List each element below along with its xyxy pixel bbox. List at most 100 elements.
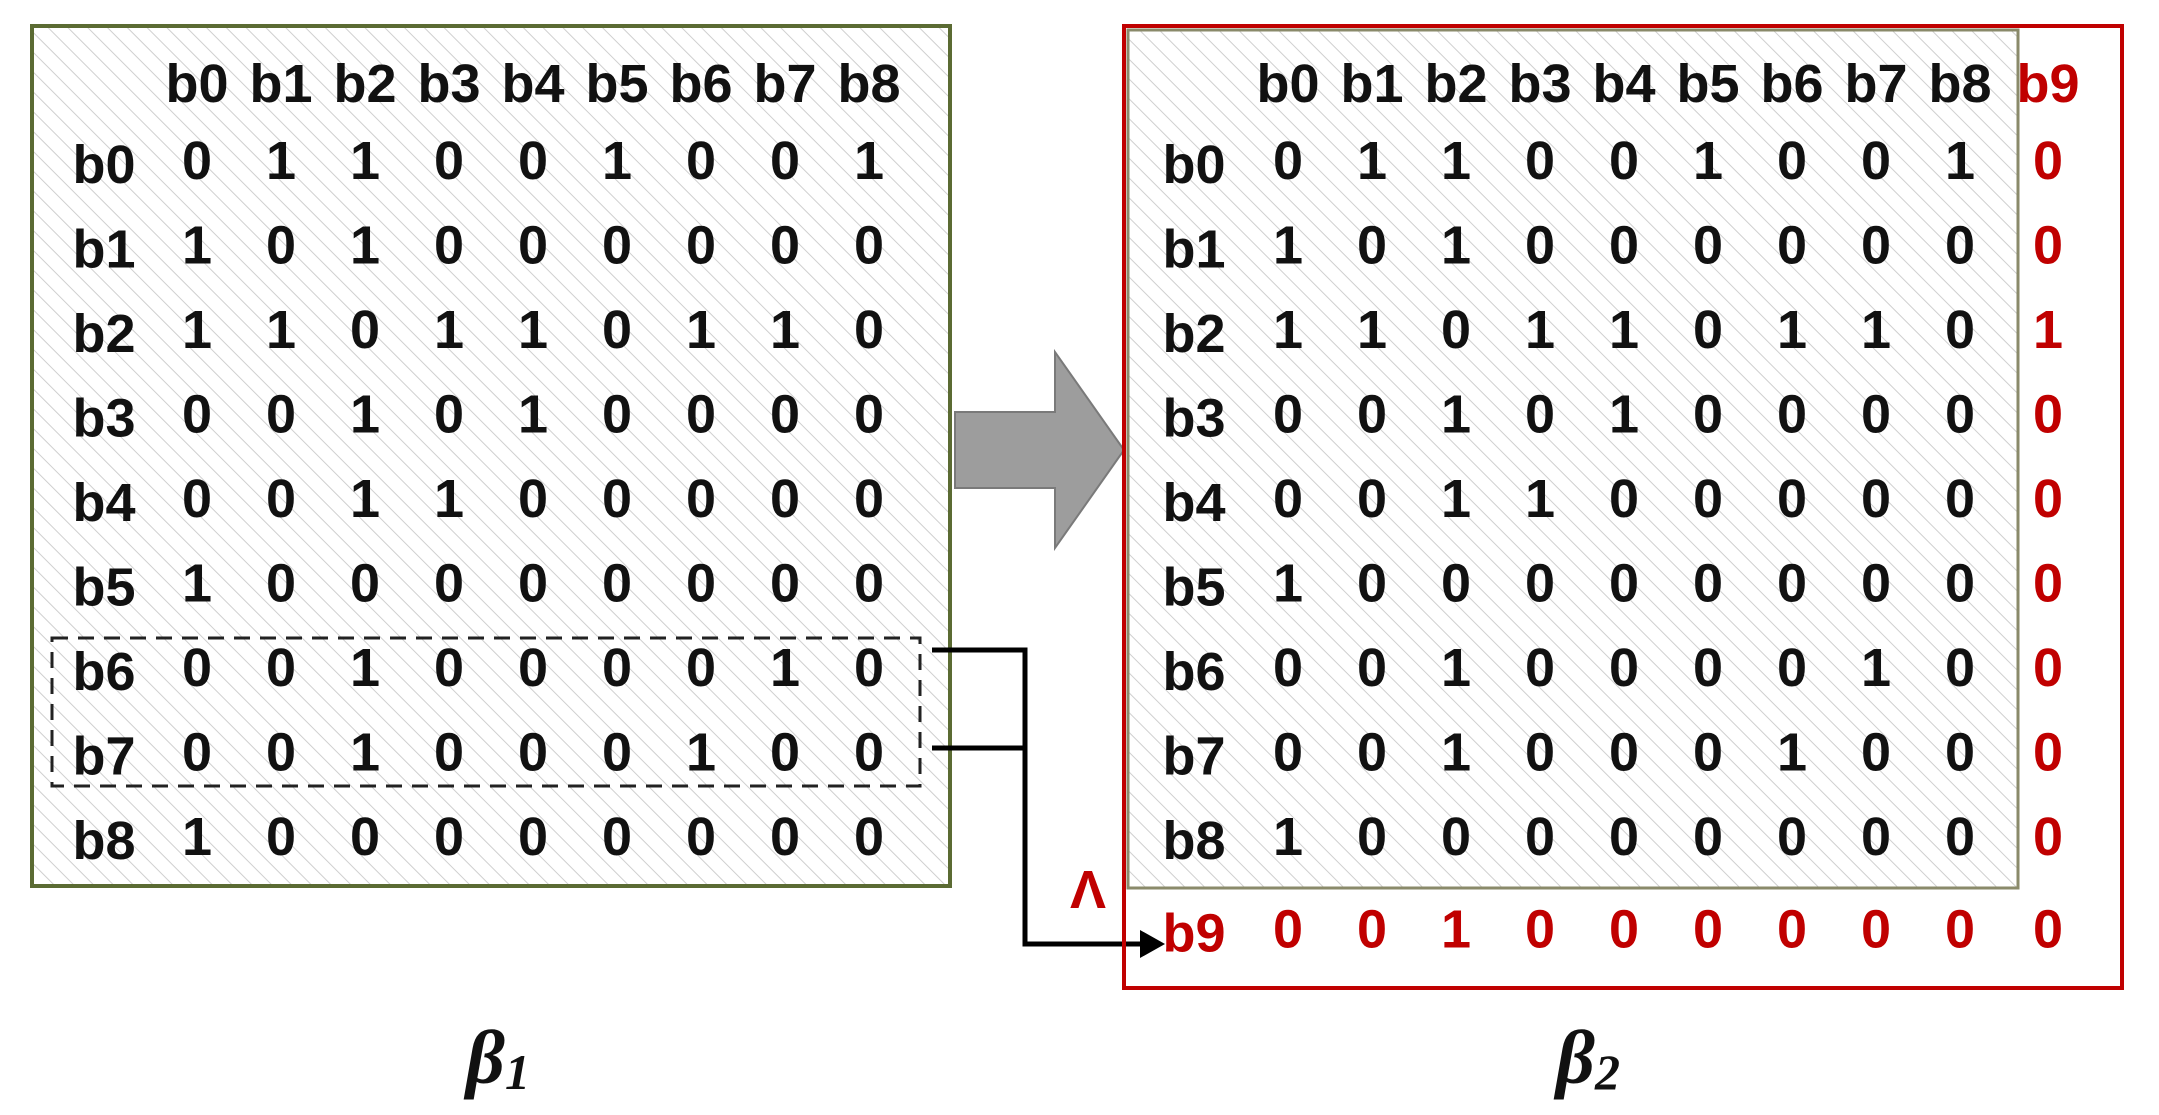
matrix-cell: 1 [350, 131, 380, 191]
matrix-cell: 0 [518, 638, 548, 698]
selected-rows-box [50, 636, 922, 788]
matrix-cell: 0 [686, 469, 716, 529]
matrix-cell: 0 [854, 638, 884, 698]
row-header: b2 [72, 304, 135, 364]
row-header: b8 [1162, 811, 1225, 871]
matrix-cell: 0 [518, 554, 548, 614]
column-header: b5 [585, 54, 648, 114]
new-row-cell: 0 [1693, 900, 1723, 960]
matrix-cell: 0 [1441, 807, 1471, 867]
matrix-cell: 0 [518, 807, 548, 867]
row-header: b3 [72, 389, 135, 449]
matrix-cell: 0 [602, 469, 632, 529]
matrix-beta-2-frame [1122, 24, 2124, 990]
matrix-cell: 0 [518, 469, 548, 529]
matrix-cell: 0 [266, 638, 296, 698]
matrix-cell: 1 [1441, 216, 1471, 276]
matrix-cell: 1 [1609, 300, 1639, 360]
matrix-cell: 0 [1525, 385, 1555, 445]
column-header: b7 [753, 54, 816, 114]
matrix-cell: 1 [518, 300, 548, 360]
matrix-cell: 0 [1273, 385, 1303, 445]
row-header: b2 [1162, 304, 1225, 364]
matrix-cell: 0 [182, 131, 212, 191]
matrix-cell: 0 [1273, 469, 1303, 529]
matrix-cell: 0 [266, 216, 296, 276]
matrix-cell: 0 [770, 385, 800, 445]
and-operator-symbol: Λ [1070, 860, 1106, 920]
matrix-cell: 0 [602, 638, 632, 698]
matrix-cell: 0 [854, 385, 884, 445]
matrix-cell: 0 [182, 723, 212, 783]
row-header: b5 [72, 558, 135, 618]
matrix-cell: 0 [1525, 131, 1555, 191]
matrix-beta-2-original-region [1126, 28, 2020, 890]
matrix-cell: 0 [1693, 469, 1723, 529]
matrix-cell: 0 [1273, 638, 1303, 698]
matrix-cell: 1 [1441, 638, 1471, 698]
row-header: b1 [72, 220, 135, 280]
matrix-cell: 0 [770, 131, 800, 191]
new-row-cell: 0 [1609, 900, 1639, 960]
transform-arrow-icon [954, 348, 1126, 552]
matrix-cell: 0 [1945, 469, 1975, 529]
matrix-cell: 1 [266, 131, 296, 191]
matrix-cell: 0 [1777, 554, 1807, 614]
matrix-cell: 0 [1693, 300, 1723, 360]
row-header: b6 [72, 642, 135, 702]
matrix-cell: 0 [1693, 385, 1723, 445]
new-column-cell: 0 [2033, 807, 2063, 867]
matrix-cell: 0 [602, 300, 632, 360]
matrix-cell: 0 [1945, 385, 1975, 445]
matrix-cell: 1 [1441, 723, 1471, 783]
row-header: b6 [1162, 642, 1225, 702]
matrix-cell: 1 [1441, 385, 1471, 445]
matrix-cell: 1 [686, 300, 716, 360]
matrix-cell: 0 [1609, 469, 1639, 529]
row-header: b7 [72, 727, 135, 787]
matrix-cell: 0 [182, 385, 212, 445]
matrix-cell: 0 [854, 216, 884, 276]
matrix-cell: 0 [770, 723, 800, 783]
matrix-cell: 0 [1777, 131, 1807, 191]
matrix-cell: 0 [266, 469, 296, 529]
matrix-cell: 0 [1861, 723, 1891, 783]
matrix-cell: 0 [1693, 807, 1723, 867]
matrix-cell: 0 [1525, 723, 1555, 783]
new-row-cell: 0 [2033, 900, 2063, 960]
matrix-cell: 0 [434, 131, 464, 191]
matrix-cell: 1 [1357, 300, 1387, 360]
matrix-cell: 0 [1525, 554, 1555, 614]
row-header: b1 [1162, 220, 1225, 280]
matrix-cell: 0 [182, 638, 212, 698]
matrix-cell: 0 [1609, 807, 1639, 867]
matrix-cell: 1 [182, 807, 212, 867]
column-header: b4 [1592, 54, 1655, 114]
column-header: b1 [249, 54, 312, 114]
matrix-cell: 1 [602, 131, 632, 191]
matrix-cell: 0 [1609, 216, 1639, 276]
matrix-cell: 1 [1945, 131, 1975, 191]
matrix-cell: 0 [518, 723, 548, 783]
row-header: b4 [72, 473, 135, 533]
new-column-cell: 0 [2033, 554, 2063, 614]
matrix-cell: 0 [1861, 469, 1891, 529]
matrix-cell: 1 [182, 216, 212, 276]
new-column-cell: 0 [2033, 469, 2063, 529]
matrix-cell: 0 [1945, 723, 1975, 783]
row-header: b7 [1162, 727, 1225, 787]
new-column-cell: 0 [2033, 216, 2063, 276]
matrix-cell: 0 [1609, 554, 1639, 614]
row-header: b0 [72, 135, 135, 195]
matrix-cell: 0 [602, 216, 632, 276]
matrix-cell: 1 [350, 638, 380, 698]
caption-beta-2: β2 [1553, 1016, 1620, 1100]
column-header: b5 [1676, 54, 1739, 114]
matrix-cell: 0 [1357, 216, 1387, 276]
matrix-cell: 0 [1777, 385, 1807, 445]
row-header: b3 [1162, 389, 1225, 449]
matrix-cell: 0 [1861, 216, 1891, 276]
matrix-cell: 1 [770, 300, 800, 360]
